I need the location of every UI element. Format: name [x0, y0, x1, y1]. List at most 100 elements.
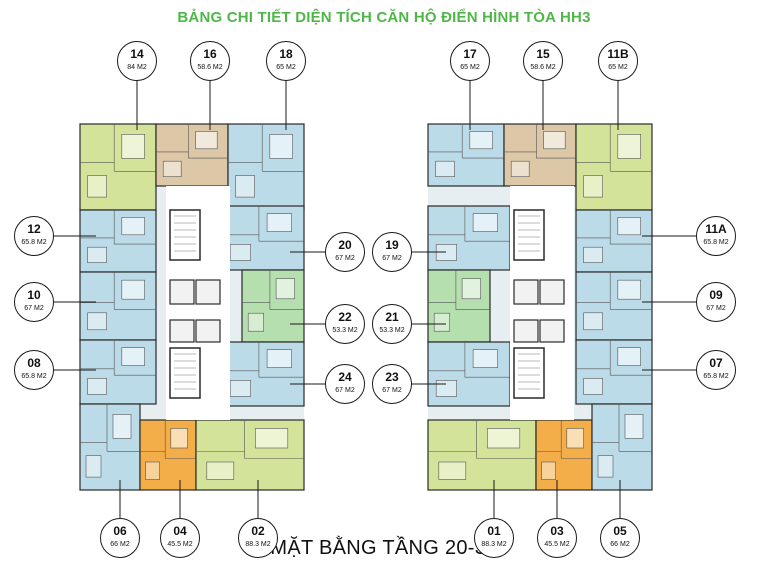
stair-bottom [513, 347, 545, 399]
unit-partitions [80, 340, 156, 395]
unit-partitions [576, 210, 652, 263]
unit-number: 03 [550, 524, 564, 538]
unit-area: 65.8 M2 [703, 239, 729, 246]
unit-badge: 12 65.8 M2 [14, 216, 54, 256]
elevator-a [513, 279, 539, 305]
unit-number: 09 [709, 288, 723, 302]
unit-partitions [140, 420, 196, 480]
unit-area: 65.8 M2 [21, 239, 47, 246]
unit-partitions [80, 404, 140, 478]
unit-badge: 14 84 M2 [117, 41, 157, 81]
unit-area: 88.3 M2 [481, 541, 507, 548]
unit-area: 66 M2 [110, 541, 130, 548]
stair-top [513, 209, 545, 261]
unit-number: 06 [113, 524, 127, 538]
unit-partitions [428, 124, 504, 177]
unit-number: 12 [27, 222, 41, 236]
elevator-d [539, 319, 565, 343]
page-title: BẢNG CHI TIẾT DIỆN TÍCH CĂN HỘ ĐIỂN HÌNH… [177, 9, 591, 26]
unit-badge: 24 67 M2 [325, 364, 365, 404]
unit-partitions [428, 270, 490, 332]
unit-area: 66 M2 [610, 541, 630, 548]
unit-number: 19 [385, 238, 399, 252]
unit-partitions [428, 342, 510, 397]
unit-number: 08 [27, 356, 41, 370]
unit-number: 14 [130, 47, 144, 61]
unit-badge: 17 65 M2 [450, 41, 490, 81]
unit-number: 11B [607, 47, 629, 61]
unit-number: 17 [463, 47, 477, 61]
unit-number: 01 [487, 524, 501, 538]
unit-number: 02 [251, 524, 265, 538]
unit-partitions [592, 404, 652, 478]
unit-number: 24 [338, 370, 352, 384]
unit-badge: 02 88.3 M2 [238, 518, 278, 558]
unit-area: 58.6 M2 [197, 64, 223, 71]
elevator-b [195, 279, 221, 305]
floor-plan-caption: MẶT BẰNG TẦNG 20-33 [270, 537, 498, 559]
elevator-c [169, 319, 195, 343]
unit-number: 07 [709, 356, 723, 370]
unit-number: 04 [173, 524, 187, 538]
unit-area: 53.3 M2 [379, 327, 405, 334]
unit-area: 65 M2 [276, 64, 296, 71]
unit-partitions [80, 272, 156, 331]
unit-number: 22 [338, 310, 352, 324]
elevator-a [169, 279, 195, 305]
unit-area: 67 M2 [382, 387, 402, 394]
unit-partitions [222, 342, 304, 397]
unit-partitions [428, 420, 536, 480]
unit-area: 45.5 M2 [544, 541, 570, 548]
unit-partitions [576, 340, 652, 395]
unit-partitions [228, 124, 304, 198]
unit-number: 10 [27, 288, 41, 302]
unit-partitions [428, 206, 510, 261]
unit-partitions [80, 124, 156, 198]
elevator-c [513, 319, 539, 343]
unit-area: 67 M2 [335, 387, 355, 394]
unit-partitions [576, 124, 652, 198]
unit-badge: 07 65.8 M2 [696, 350, 736, 390]
unit-badge: 21 53.3 M2 [372, 304, 412, 344]
unit-badge: 22 53.3 M2 [325, 304, 365, 344]
unit-partitions [504, 124, 576, 177]
unit-area: 45.5 M2 [167, 541, 193, 548]
unit-partitions [222, 206, 304, 261]
unit-number: 20 [338, 238, 352, 252]
unit-area: 67 M2 [382, 255, 402, 262]
stair-bottom [169, 347, 201, 399]
unit-area: 88.3 M2 [245, 541, 271, 548]
unit-area: 65.8 M2 [703, 373, 729, 380]
unit-area: 58.6 M2 [530, 64, 556, 71]
unit-badge: 01 88.3 M2 [474, 518, 514, 558]
unit-badge: 09 67 M2 [696, 282, 736, 322]
unit-area: 65.8 M2 [21, 373, 47, 380]
unit-area: 65 M2 [608, 64, 628, 71]
unit-number: 16 [203, 47, 217, 61]
unit-partitions [242, 270, 304, 332]
unit-badge: 04 45.5 M2 [160, 518, 200, 558]
unit-number: 21 [385, 310, 399, 324]
unit-area: 65 M2 [460, 64, 480, 71]
unit-area: 53.3 M2 [332, 327, 358, 334]
unit-badge: 15 58.6 M2 [523, 41, 563, 81]
unit-badge: 20 67 M2 [325, 232, 365, 272]
unit-area: 67 M2 [706, 305, 726, 312]
unit-partitions [536, 420, 592, 480]
unit-badge: 06 66 M2 [100, 518, 140, 558]
unit-area: 84 M2 [127, 64, 147, 71]
unit-number: 15 [536, 47, 550, 61]
unit-badge: 03 45.5 M2 [537, 518, 577, 558]
unit-partitions [80, 210, 156, 263]
unit-badge: 08 65.8 M2 [14, 350, 54, 390]
unit-badge: 19 67 M2 [372, 232, 412, 272]
unit-badge: 16 58.6 M2 [190, 41, 230, 81]
unit-area: 67 M2 [335, 255, 355, 262]
unit-badge: 11B 65 M2 [598, 41, 638, 81]
unit-partitions [196, 420, 304, 480]
elevator-b [539, 279, 565, 305]
